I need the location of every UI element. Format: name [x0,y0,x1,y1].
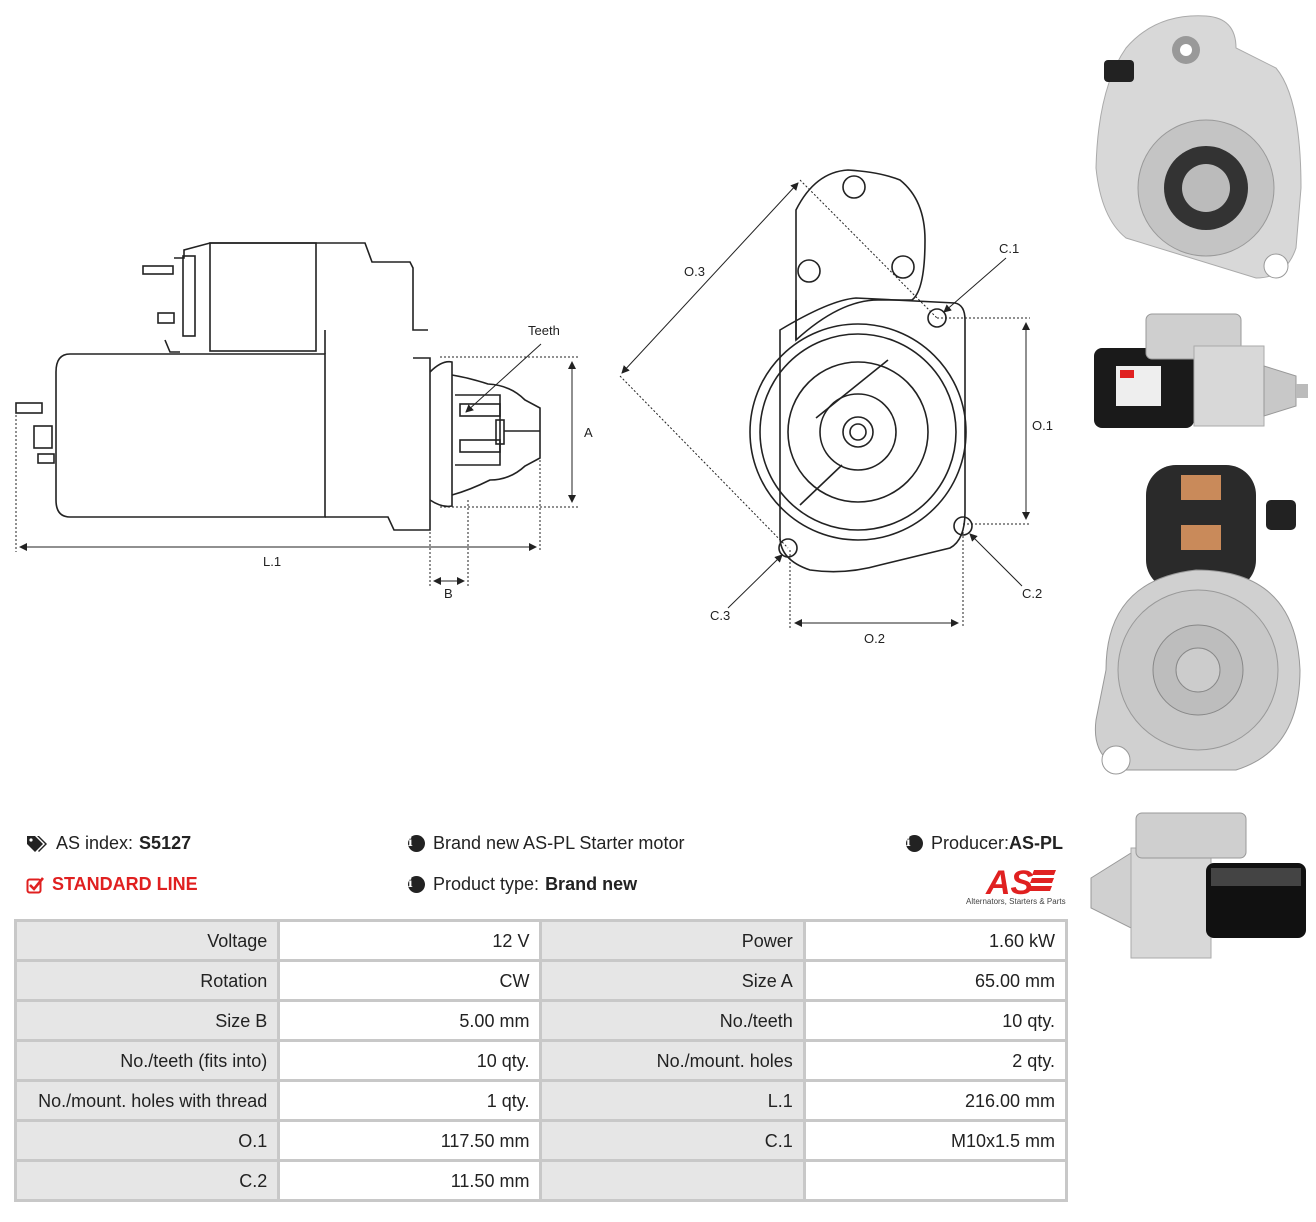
spec-value: CW [277,959,543,1002]
spec-label: C.1 [539,1119,806,1162]
product-photo-side [1094,313,1308,428]
spec-value [802,1159,1069,1202]
starter-front-view [749,169,973,573]
product-description-text: Brand new AS-PL Starter motor [433,833,685,853]
spec-label: Voltage [13,919,281,962]
product-line-label: STANDARD LINE [52,874,198,894]
product-photo-front [1095,15,1302,279]
info-icon: i [906,835,923,852]
label-teeth: Teeth [528,323,560,338]
spec-value: 11.50 mm [277,1159,543,1202]
product-description: i Brand new AS-PL Starter motor [408,833,684,854]
label-b: B [444,586,453,601]
spec-value: 1.60 kW [802,919,1069,962]
product-type-label: Product type: [433,874,540,894]
tags-icon [27,835,47,852]
label-c1: C.1 [999,241,1019,256]
as-index: AS index: S5127 [26,833,191,854]
spec-label: No./teeth (fits into) [13,1039,281,1082]
producer: i Producer: AS-PL [906,833,1063,854]
producer-value: AS-PL [1009,833,1064,853]
spec-value: 5.00 mm [277,999,543,1042]
spec-label: No./mount. holes with thread [13,1079,281,1122]
label-c3: C.3 [710,608,730,623]
spec-label: No./teeth [539,999,806,1042]
spec-label: Size B [13,999,281,1042]
spec-value: 216.00 mm [802,1079,1069,1122]
info-icon: i [408,835,425,852]
logo-tagline: Alternators, Starters & Parts [966,897,1066,906]
spec-value: 117.50 mm [277,1119,543,1162]
label-o1: O.1 [1032,418,1053,433]
product-type-value: Brand new [545,874,638,894]
as-pl-logo: AS [985,864,1056,902]
spec-value: 2 qty. [802,1039,1069,1082]
spec-label: Rotation [13,959,281,1002]
as-index-label: AS index: [56,833,134,853]
technical-drawings: Teeth A L.1 B O.3 C.1 O [15,169,1053,646]
label-o2: O.2 [864,631,885,646]
spec-value: 65.00 mm [802,959,1069,1002]
product-line: STANDARD LINE [26,874,198,895]
label-c2: C.2 [1022,586,1042,601]
producer-label: Producer: [931,833,1010,853]
starter-side-view [15,242,541,531]
spec-value: 10 qty. [802,999,1069,1042]
spec-row: No./teeth (fits into)10 qty.No./mount. h… [13,1039,1069,1082]
side-view-dimensions [15,343,578,586]
info-icon: i [408,876,425,893]
spec-value: 10 qty. [277,1039,543,1082]
svg-text:AS: AS [985,864,1034,902]
spec-value: 12 V [277,919,543,962]
spec-value: M10x1.5 mm [802,1119,1069,1162]
front-view-dimensions [619,179,1030,628]
spec-label: No./mount. holes [539,1039,806,1082]
spec-label: O.1 [13,1119,281,1162]
spec-label: C.2 [13,1159,281,1202]
spec-label: Power [539,919,806,962]
spec-label: L.1 [539,1079,806,1122]
checkbox-checked-icon [26,876,44,893]
spec-label: Size A [539,959,806,1002]
spec-label [539,1159,806,1202]
label-l1: L.1 [263,554,281,569]
label-o3: O.3 [684,264,705,279]
label-a: A [584,425,593,440]
product-photo-profile [1090,812,1306,959]
product-photo-rear [1094,465,1301,775]
product-type: i Product type: Brand new [408,874,637,895]
as-index-value: S5127 [139,833,192,853]
spec-value: 1 qty. [277,1079,543,1122]
